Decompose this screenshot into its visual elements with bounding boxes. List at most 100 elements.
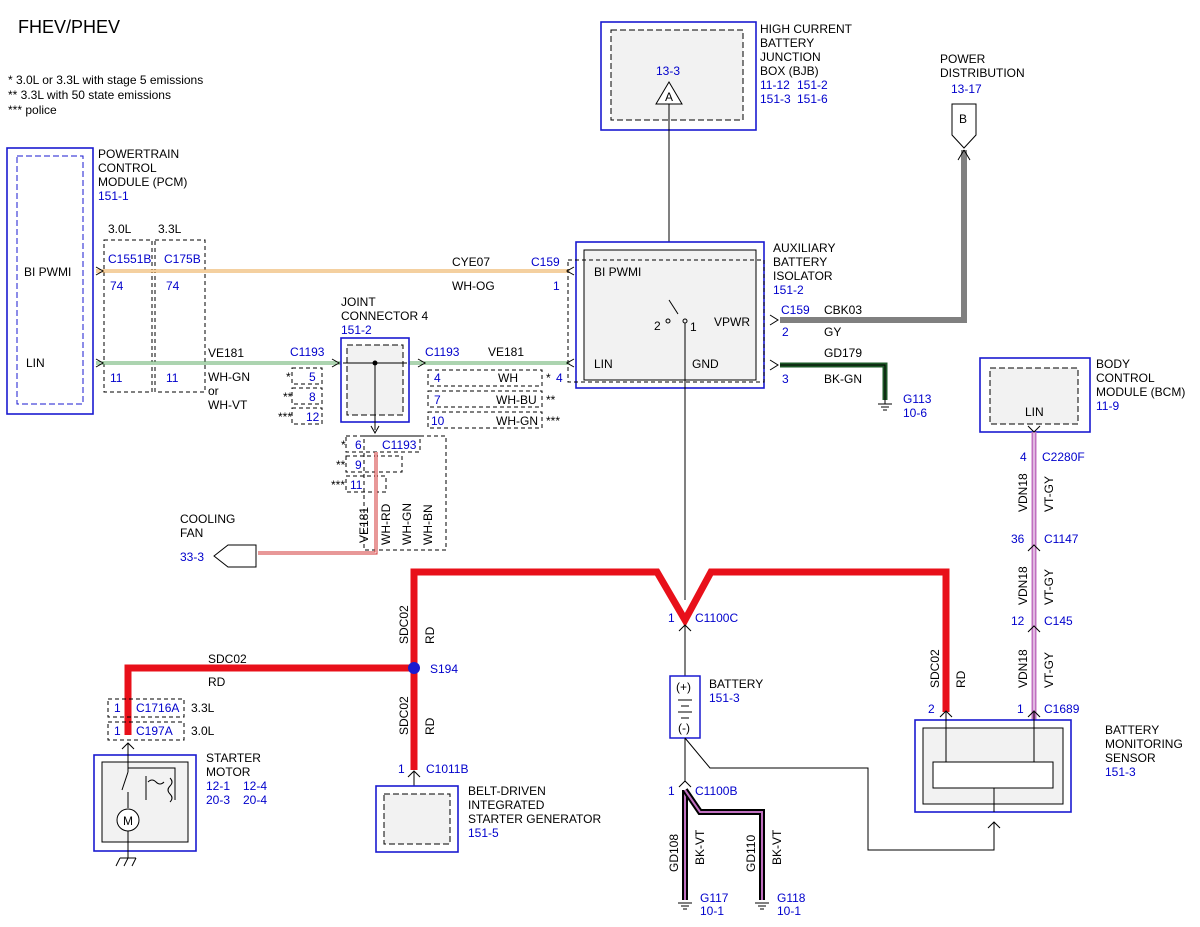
bcm-ref: 11-9 bbox=[1096, 399, 1119, 413]
wire-ve181-fan[interactable] bbox=[258, 452, 378, 555]
wire-label-sdc02-d: SDC02 bbox=[928, 649, 942, 688]
conn-c197a-pin: 1 bbox=[114, 724, 121, 738]
arrow-bms-pin2 bbox=[939, 710, 953, 718]
bms-name-1: BATTERY bbox=[1105, 723, 1159, 737]
wire-cbk03[interactable] bbox=[780, 150, 967, 323]
pcm-connector-3l bbox=[103, 239, 153, 393]
wire-label-sdc02-c: SDC02 bbox=[208, 652, 247, 666]
bisg-ref: 151-5 bbox=[468, 826, 499, 840]
right-pin-mark-1: * bbox=[546, 371, 551, 385]
bms-ref: 151-3 bbox=[1105, 765, 1136, 779]
bjb-ref-2: 151-2 bbox=[797, 78, 828, 92]
bcm-module[interactable] bbox=[979, 357, 1091, 433]
wire-gd179[interactable] bbox=[780, 362, 888, 400]
pd-tag: B bbox=[959, 112, 967, 126]
joint-name-2: CONNECTOR 4 bbox=[341, 309, 428, 323]
bisg-name-3: STARTER GENERATOR bbox=[468, 812, 601, 826]
arrow-abi-bipwmi bbox=[565, 266, 575, 276]
arrow-pcm-bipwmi bbox=[95, 266, 105, 276]
pd-name-2: DISTRIBUTION bbox=[940, 66, 1025, 80]
conn-c145: C145 bbox=[1044, 614, 1073, 628]
wire-sdc02-main[interactable] bbox=[410, 568, 950, 712]
joint-connector-4[interactable] bbox=[340, 337, 410, 430]
pd-ref: 13-17 bbox=[951, 82, 982, 96]
cooling-fan-connector[interactable] bbox=[213, 544, 257, 568]
bisg-module[interactable] bbox=[375, 785, 459, 853]
arrow-c1011b bbox=[407, 770, 421, 778]
conn-c159-pin2: 2 bbox=[782, 325, 789, 339]
pcm-pin-bipwmi: BI PWMI bbox=[24, 265, 71, 279]
splice-s194[interactable] bbox=[408, 662, 420, 674]
conn-c2280f-pin: 4 bbox=[1020, 450, 1027, 464]
conn-c1100c-pin: 1 bbox=[668, 611, 675, 625]
wire-label-or: or bbox=[208, 384, 219, 398]
right-pin-color-wh: WH bbox=[498, 371, 518, 385]
arrow-c1100b bbox=[678, 780, 692, 788]
left-pin-8: 8 bbox=[309, 390, 316, 404]
starter-conn-33l bbox=[107, 698, 185, 718]
battery-name: BATTERY bbox=[709, 677, 763, 691]
fan-wire-whrd: WH-RD bbox=[379, 503, 393, 545]
conn-c197a: C197A bbox=[136, 724, 173, 738]
diagram-title: FHEV/PHEV bbox=[18, 17, 120, 37]
abi-module[interactable] bbox=[567, 241, 765, 389]
starter-motor-symbol: M bbox=[123, 814, 133, 828]
wire-label-cbk03: CBK03 bbox=[824, 303, 862, 317]
right-pin-7: 7 bbox=[434, 393, 441, 407]
conn-c1100b: C1100B bbox=[695, 784, 737, 798]
wire-label-vdn18-a: VDN18 bbox=[1016, 473, 1030, 512]
bisg-name-2: INTEGRATED bbox=[468, 798, 545, 812]
starter-ref-1: 12-1 bbox=[206, 779, 230, 793]
pcm-engine-30l: 3.0L bbox=[108, 222, 132, 236]
wire-label-vdn18-c: VDN18 bbox=[1016, 649, 1030, 688]
wire-sdc02-starter[interactable] bbox=[124, 664, 414, 735]
bms-name-3: SENSOR bbox=[1105, 751, 1156, 765]
conn-c1147-pin: 36 bbox=[1011, 532, 1025, 546]
abi-pin-lin: LIN bbox=[594, 357, 613, 371]
right-pin-color-whgn: WH-GN bbox=[496, 414, 538, 428]
note-2: ** 3.3L with 50 state emissions bbox=[8, 88, 171, 102]
wire-label-sdc02-a: SDC02 bbox=[397, 605, 411, 644]
fan-name-2: FAN bbox=[180, 526, 203, 540]
wire-label-bkvt-b: BK-VT bbox=[770, 829, 784, 865]
arrow-abi-gnd bbox=[769, 359, 779, 371]
abi-pin-vpwr: VPWR bbox=[714, 315, 750, 329]
wire-battery-bms-sense[interactable] bbox=[684, 737, 995, 851]
conn-c145-pin: 12 bbox=[1011, 614, 1025, 628]
pcm-conn-c175b: C175B bbox=[164, 252, 201, 266]
wire-label-vdn18-b: VDN18 bbox=[1016, 566, 1030, 605]
wire-label-vtgy-c: VT-GY bbox=[1042, 652, 1056, 688]
pcm-conn-c1551b: C1551B bbox=[108, 252, 151, 266]
pcm-module[interactable]: BI PWMI LIN bbox=[6, 147, 94, 415]
wire-label-gd179: GD179 bbox=[824, 346, 862, 360]
arrow-pd bbox=[957, 149, 971, 161]
right-pin-color-whbu: WH-BU bbox=[496, 393, 537, 407]
bjb-module[interactable] bbox=[600, 21, 757, 131]
bjb-name-4: BOX (BJB) bbox=[760, 64, 819, 78]
arrow-pcm-lin bbox=[95, 358, 105, 368]
bjb-name-2: BATTERY bbox=[760, 36, 814, 50]
bjb-ref-3: 151-3 bbox=[760, 92, 791, 106]
bisg-name-1: BELT-DRIVEN bbox=[468, 784, 546, 798]
note-3: *** police bbox=[8, 103, 57, 117]
wire-label-bkgn: BK-GN bbox=[824, 372, 862, 386]
wire-gd110[interactable] bbox=[682, 788, 765, 900]
wire-label-rd-c: RD bbox=[208, 675, 226, 689]
conn-c1689-pin: 1 bbox=[1017, 702, 1024, 716]
wire-label-bkvt-a: BK-VT bbox=[693, 829, 707, 865]
fan-pin-mark-3: *** bbox=[331, 478, 345, 492]
arrow-abi-vpwr bbox=[769, 314, 779, 326]
conn-c159-pin: 1 bbox=[553, 279, 560, 293]
right-pin-group bbox=[427, 369, 543, 429]
abi-pin-gnd: GND bbox=[692, 357, 719, 371]
starter-motor-module[interactable] bbox=[93, 743, 197, 867]
pd-terminal-b[interactable] bbox=[951, 103, 977, 149]
arrow-bcm bbox=[1027, 425, 1041, 433]
conn-c1716a-pin: 1 bbox=[114, 701, 121, 715]
ground-g118-ref: 10-1 bbox=[777, 904, 801, 918]
pcm-pin-11a: 11 bbox=[110, 371, 123, 385]
ground-g118-icon bbox=[755, 902, 769, 910]
right-pin-10: 10 bbox=[431, 414, 445, 428]
arrow-jc-left bbox=[331, 358, 341, 368]
bms-module[interactable] bbox=[914, 712, 1072, 813]
